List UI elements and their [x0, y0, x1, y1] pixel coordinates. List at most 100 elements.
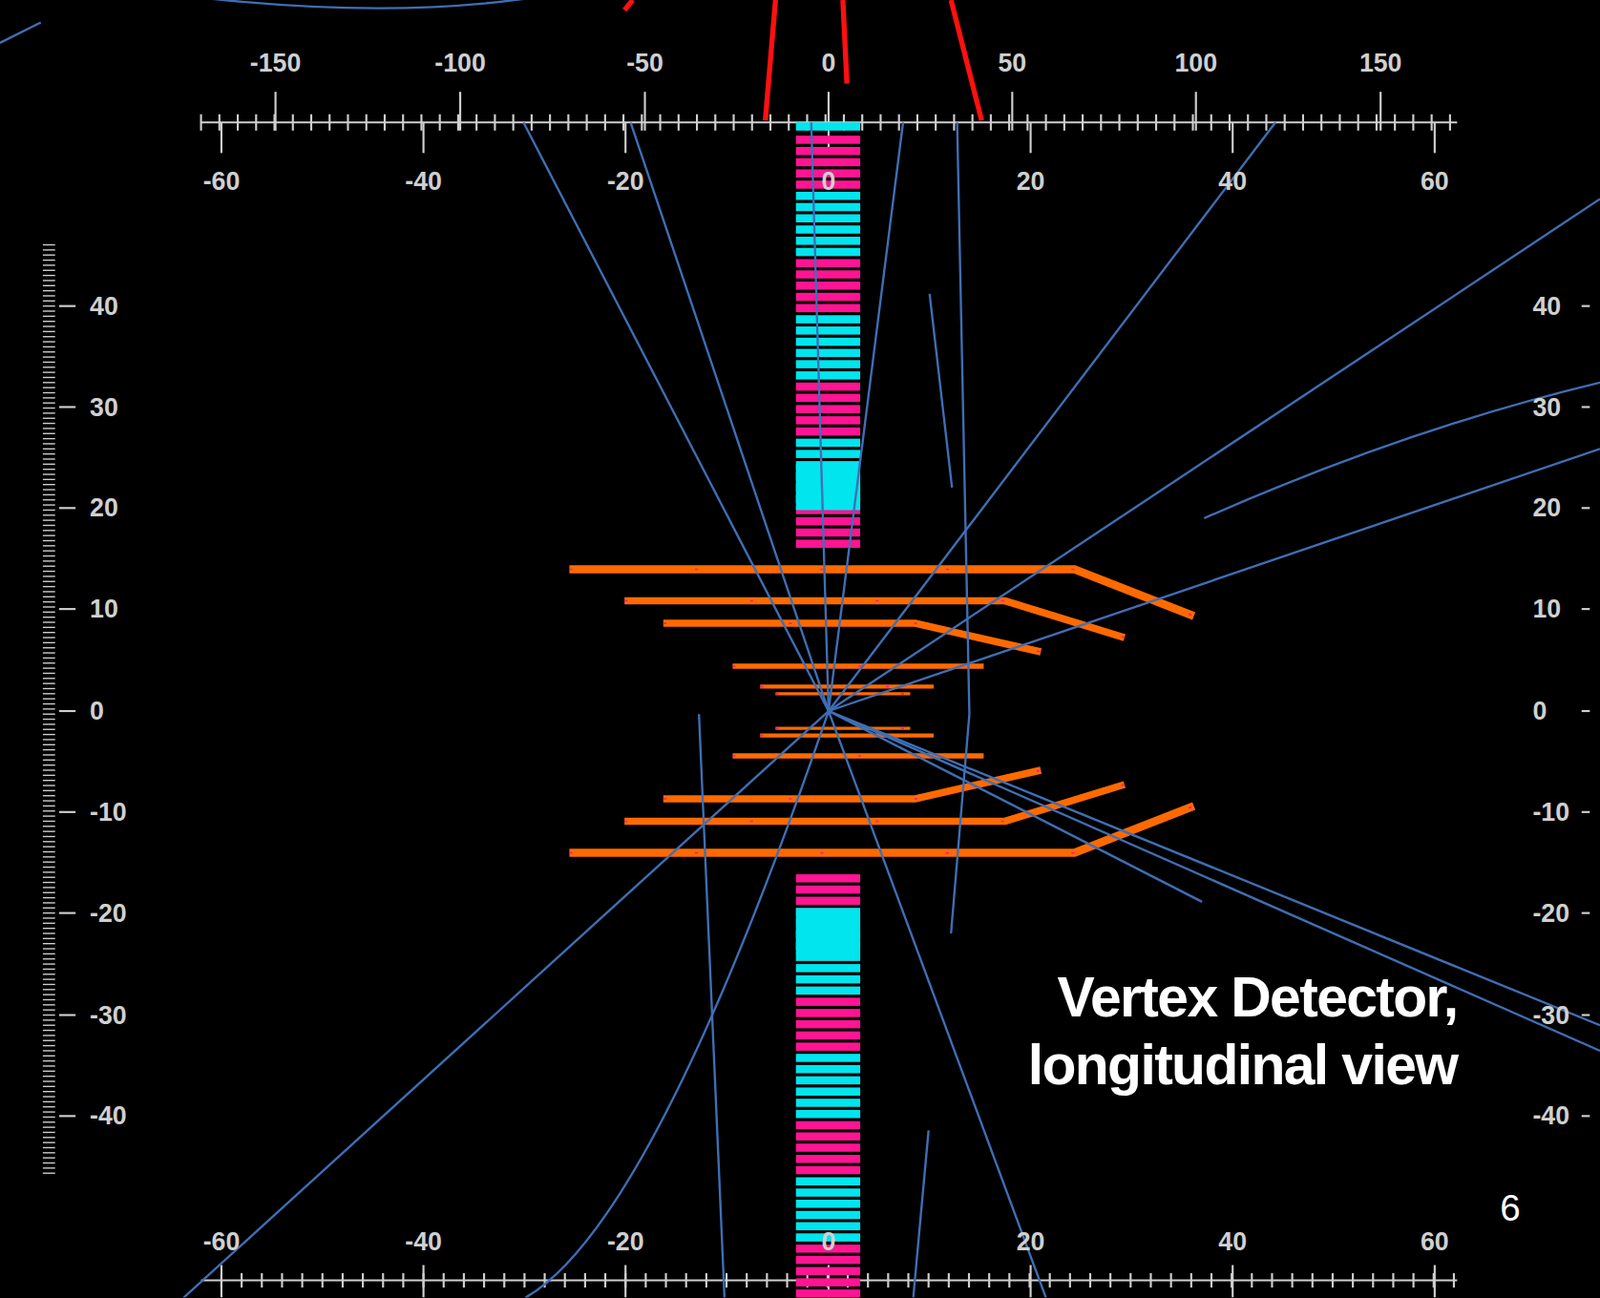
disk-layer — [759, 735, 934, 737]
ruler-tick — [42, 499, 56, 501]
disk-layer — [663, 623, 1041, 653]
ruler-tick — [42, 1162, 56, 1164]
ruler-tick — [523, 1273, 526, 1288]
ruler-tick — [328, 114, 331, 131]
axis-tick-label: -30 — [89, 1002, 127, 1029]
detector-module — [796, 236, 861, 246]
ruler-tick — [42, 657, 56, 659]
disk-layer — [732, 755, 984, 758]
ruler-tick — [787, 114, 790, 131]
detector-module — [796, 225, 861, 234]
ruler-tick — [1391, 1273, 1394, 1288]
ruler-tick — [42, 1080, 56, 1082]
ruler-tick — [664, 1273, 667, 1288]
ruler-tick — [42, 340, 56, 342]
ruler-tick — [42, 560, 56, 562]
ruler-tick — [1411, 114, 1414, 131]
ruler-tick — [42, 1040, 56, 1042]
ruler-tick — [42, 999, 56, 1001]
ruler-tick — [604, 114, 607, 131]
ruler-tick — [42, 892, 56, 894]
ruler-tick — [1581, 912, 1591, 915]
detector-module — [796, 281, 861, 291]
ruler-tick — [42, 688, 56, 690]
ruler-tick — [361, 1273, 364, 1288]
ruler-tick — [42, 1050, 56, 1052]
detector-module — [796, 213, 861, 223]
ruler-tick — [42, 621, 56, 623]
detector-module — [796, 270, 861, 279]
ruler-tick — [42, 1065, 56, 1067]
detector-module — [796, 349, 861, 358]
ruler-tick — [42, 784, 56, 786]
ruler-tick — [42, 320, 56, 322]
axis-tick-label: -40 — [89, 1103, 127, 1130]
detector-module — [796, 1278, 861, 1287]
ruler-tick — [42, 1152, 56, 1154]
ruler-tick — [42, 1075, 56, 1077]
detector-module — [796, 258, 861, 268]
ruler-tick — [658, 114, 661, 131]
ruler-tick — [42, 325, 56, 327]
ruler-tick — [1433, 1264, 1436, 1298]
ruler-tick — [42, 402, 56, 404]
axis-tick-label: 40 — [1532, 293, 1561, 319]
ruler-tick — [42, 458, 56, 460]
detector-module — [796, 315, 861, 324]
ruler-tick — [42, 300, 56, 302]
ruler-tick — [42, 953, 56, 955]
ruler-tick — [236, 114, 239, 131]
ruler-tick — [1338, 114, 1341, 131]
ruler-tick — [42, 1126, 56, 1128]
ruler-tick — [947, 1273, 950, 1288]
ruler-tick — [42, 438, 56, 440]
ruler-tick — [42, 504, 56, 506]
ruler-tick — [1045, 114, 1048, 131]
ruler-tick — [640, 114, 643, 131]
ruler-tick — [1581, 608, 1591, 611]
ruler-tick — [503, 1273, 506, 1288]
ruler-tick — [42, 923, 56, 925]
ruler-tick — [714, 114, 716, 131]
ruler-tick — [42, 877, 56, 879]
ruler-tick — [442, 1273, 445, 1288]
ruler-tick — [1109, 1273, 1112, 1288]
ruler-tick — [1264, 114, 1267, 131]
ruler-tick — [42, 779, 56, 781]
disk-layer — [624, 601, 1125, 638]
axis-tick-label: -10 — [89, 799, 127, 825]
ruler-tick — [861, 114, 864, 131]
ruler-tick — [42, 586, 56, 588]
ruler-tick — [1250, 1273, 1253, 1288]
detector-module — [796, 1042, 861, 1052]
ruler-tick — [42, 805, 56, 807]
detector-module — [796, 1009, 861, 1018]
ruler-tick — [301, 1273, 304, 1288]
detector-module — [796, 1020, 861, 1030]
ruler-tick — [1008, 1273, 1011, 1288]
ruler-tick — [42, 473, 56, 475]
detector-module — [796, 1087, 861, 1096]
ruler-tick — [42, 448, 56, 450]
ruler-tick — [1375, 114, 1378, 131]
axis-tick-label: 100 — [1174, 50, 1218, 77]
ruler-tick — [42, 800, 56, 801]
ruler-tick — [1117, 114, 1120, 131]
ruler-tick — [1581, 710, 1591, 713]
disk-layer — [624, 784, 1125, 822]
ruler-tick — [1008, 114, 1011, 131]
ruler-tick — [42, 479, 56, 481]
ruler-tick — [42, 1141, 56, 1143]
ruler-tick — [42, 714, 56, 716]
ruler-tick — [1210, 114, 1213, 131]
ruler-tick — [42, 1071, 56, 1073]
ruler-tick — [1190, 1273, 1193, 1288]
ruler-tick — [42, 636, 56, 638]
ruler-tick — [1431, 114, 1433, 131]
ruler-tick — [1371, 1273, 1374, 1288]
ruler-tick — [42, 397, 56, 399]
ruler-tick — [42, 1136, 56, 1138]
ruler-tick — [42, 682, 56, 684]
ruler-tick — [42, 294, 56, 296]
ruler-tick — [1581, 811, 1591, 814]
